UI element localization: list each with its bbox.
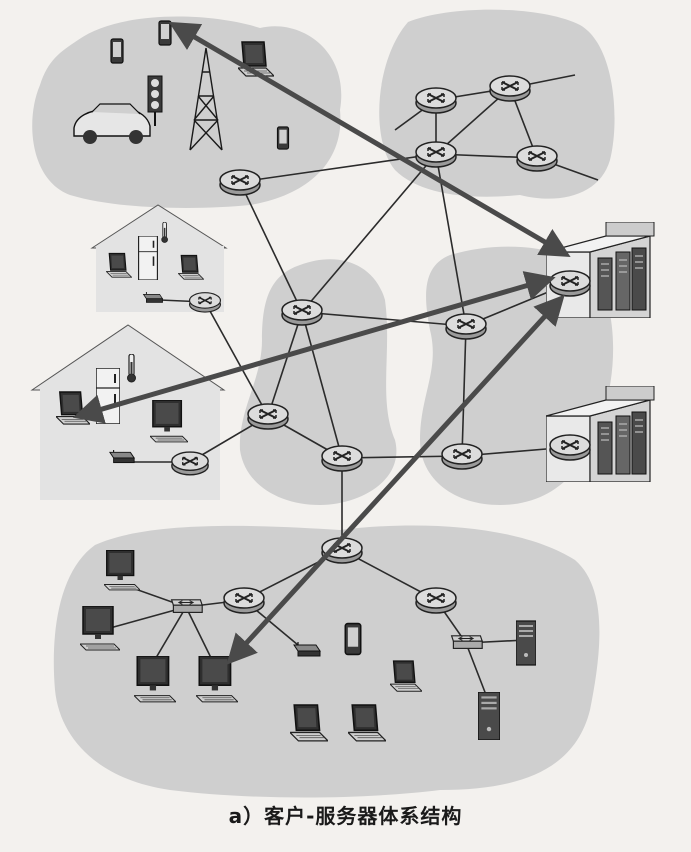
router-icon xyxy=(321,445,363,472)
router-icon xyxy=(445,313,487,340)
router-icon xyxy=(415,587,457,614)
router-icon xyxy=(223,587,265,614)
mobile-network xyxy=(32,16,342,208)
figure-caption: a）客户-服务器体系结构 xyxy=(228,804,463,828)
isp-network-top-right xyxy=(379,9,615,199)
refrigerator-icon xyxy=(138,236,158,280)
smartphone-icon xyxy=(344,622,362,656)
router-icon xyxy=(247,403,289,430)
router-icon xyxy=(516,145,558,172)
router-icon xyxy=(441,443,483,470)
refrigerator-icon xyxy=(96,368,120,424)
link-layer-switch-icon xyxy=(170,599,203,614)
client-server-arrow-mobile xyxy=(168,21,571,258)
client-server-arrow-enterprise xyxy=(226,294,565,665)
router-icon xyxy=(415,141,457,168)
regional-isp-center xyxy=(239,259,397,505)
router-icon xyxy=(489,75,531,102)
smartphone-icon xyxy=(158,20,172,46)
traffic-light-icon xyxy=(147,75,163,126)
router-icon xyxy=(188,291,222,313)
client-server-arrows xyxy=(72,21,571,665)
thermometer-icon xyxy=(161,222,169,244)
router-icon xyxy=(219,169,261,196)
car-icon xyxy=(73,103,151,144)
router-icon xyxy=(549,434,591,461)
router-icon xyxy=(415,87,457,114)
server-tower-icon xyxy=(478,692,500,740)
server-tower-icon xyxy=(516,620,536,666)
thermometer-icon xyxy=(126,354,137,383)
smartphone-icon xyxy=(110,38,124,64)
data-center-icon xyxy=(546,222,655,318)
router-icon xyxy=(170,451,210,476)
link-layer-switch-icon xyxy=(450,635,483,650)
router-icon xyxy=(281,299,323,326)
router-icon xyxy=(549,270,591,297)
smartphone-icon xyxy=(276,126,290,150)
